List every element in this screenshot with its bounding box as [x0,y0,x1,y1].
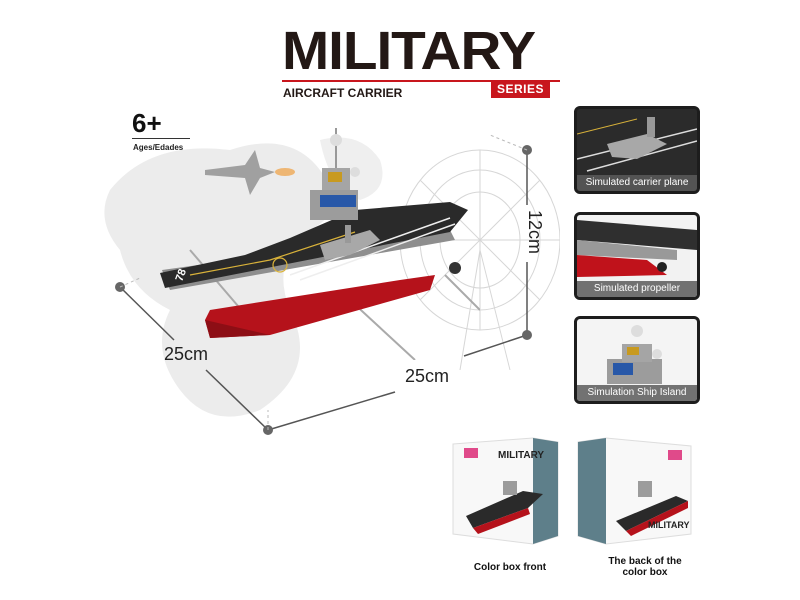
color-box-front-caption: Color box front [473,562,547,573]
age-label: Ages/Edades [133,143,184,152]
color-box-front: MILITARY [448,436,562,546]
title-divider [282,80,560,82]
dimension-length-bottom: 25cm [405,366,450,386]
feature-caption: Simulation Ship Island [577,385,697,401]
age-divider [132,138,190,139]
feature-card-ship-island: Simulation Ship Island [574,316,700,404]
dimension-length-left: 25cm [164,344,209,364]
page-title: MILITARY [282,21,536,81]
aircraft-carrier-model: 78 [160,128,480,360]
color-box-front-image: MILITARY [452,437,559,545]
dimension-height: 12cm [525,210,545,255]
svg-text:MILITARY: MILITARY [648,520,690,530]
feature-caption: Simulated carrier plane [577,175,697,191]
age-value: 6+ [132,108,162,138]
color-box-back: MILITARY [576,436,696,546]
color-box-back-image: MILITARY [577,437,692,545]
feature-card-propeller: Simulated propeller [574,212,700,300]
hull-number: 78 [174,267,189,283]
color-box-back-caption: The back of the color box [608,556,682,578]
subtitle: AIRCRAFT CARRIER [283,86,403,100]
series-badge: SERIES [491,80,551,98]
svg-text:MILITARY: MILITARY [498,450,544,461]
feature-card-carrier-plane: Simulated carrier plane [574,106,700,194]
feature-caption: Simulated propeller [577,281,697,297]
